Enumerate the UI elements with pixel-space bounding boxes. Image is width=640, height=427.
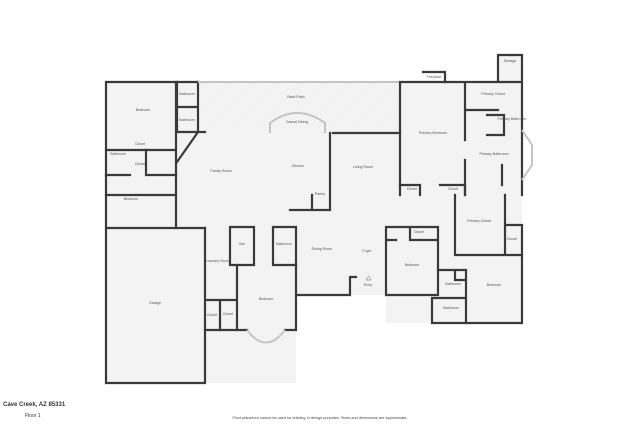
room-closet: Closet [223,312,233,316]
room-bathroom: Bathroom [110,152,126,156]
room-closet: Closet [414,230,424,234]
room-bathroom: Bathroom [179,118,195,122]
room-family-room: Family Room [210,169,231,173]
room-bedroom: Bedroom [136,108,151,112]
room-bedroom: Bedroom [259,297,274,301]
room-closet: Closet [507,237,517,241]
room-living-room: Living Room [353,165,373,169]
room-bedroom: Bedroom [405,263,420,267]
address: Cave Creek, AZ 85331 [3,402,66,408]
room-kitchen: Kitchen [292,164,304,168]
walls [104,53,533,385]
room-closet: Closet [448,187,458,191]
entry-label: Entry [364,283,373,287]
room-primary-bathroom: Primary Bathroom [480,152,509,156]
room-bedroom: Bedroom [124,197,139,201]
room-storage: Storage [504,59,517,63]
room-primary-bedroom: Primary Bedroom [419,131,447,135]
room-bathroom: Bathroom [179,92,195,96]
room-foyer: Foyer [362,249,372,253]
room-primary-bathroom: Primary Bathroom [498,117,527,121]
room-closet: Closet [207,313,217,317]
fireplace: Fireplace [427,75,442,79]
room-pantry: Pantry [315,192,326,196]
room-dining-room: Dining Room [312,247,333,251]
room-closet: Closet [135,162,145,166]
disclaimer: Floor plans/tour cannot be used for buil… [232,416,408,420]
room-primary-closet: Primary Closet [481,92,505,96]
room-garage: Garage [149,301,161,305]
room-bar: Bar [239,242,245,246]
room-laundry-room: Laundry Room [206,259,230,263]
room-bedroom: Bedroom [487,283,502,287]
room-closet: Closet [135,142,145,146]
entry-arrow-icon [365,275,372,281]
room-back-patio: Back Patio [287,95,304,99]
room-bathroom: Bathroom [276,242,292,246]
room-closet: Closet [407,187,417,191]
room-casual-dining: Casual Dining [286,120,308,124]
room-primary-closet: Primary Closet [467,219,491,223]
floor-area [106,55,522,383]
room-bathroom: Bathroom [445,282,461,286]
room-labels: Bedroom Bathroom Bathroom Back Patio Cas… [110,59,526,317]
floor-label: Floor 1 [25,413,41,419]
room-bathroom: Bathroom [443,306,459,310]
